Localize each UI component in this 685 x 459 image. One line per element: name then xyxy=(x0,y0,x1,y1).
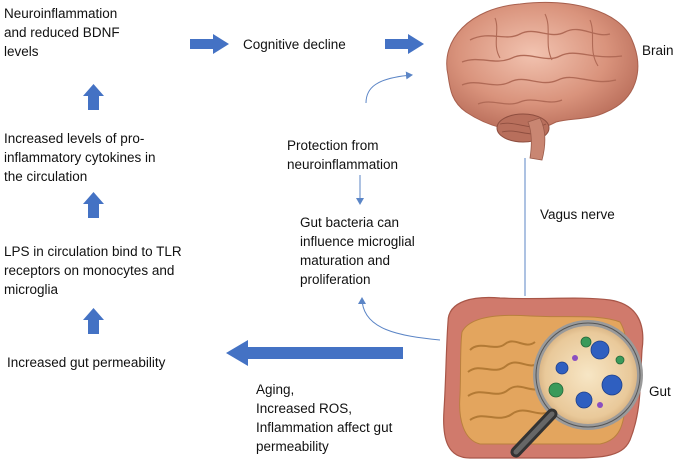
cytokines-label: Increased levels of pro- inflammatory cy… xyxy=(4,131,156,184)
gut-permeability-label: Increased gut permeability xyxy=(7,355,166,370)
neuroinflammation-label: Neuroinflammation and reduced BDNF level… xyxy=(4,6,120,59)
left-arrow-gut xyxy=(226,340,403,366)
lps-label: LPS in circulation bind to TLR receptors… xyxy=(4,244,182,297)
aging-factors-label: Aging, Increased ROS, Inflammation affec… xyxy=(256,382,393,454)
up-arrow-1 xyxy=(83,84,104,110)
up-arrow-2 xyxy=(83,192,104,218)
protection-label: Protection from neuroinflammation xyxy=(287,138,399,172)
up-arrow-3 xyxy=(83,308,104,334)
gut-image xyxy=(443,296,644,459)
vagus-nerve-label: Vagus nerve xyxy=(540,207,615,222)
brain-label: Brain xyxy=(642,43,674,58)
gut-label: Gut xyxy=(649,384,671,399)
cognitive-decline-label: Cognitive decline xyxy=(243,37,346,52)
curve-from-gut xyxy=(358,297,441,341)
gut-bacteria-label: Gut bacteria can influence microglial ma… xyxy=(300,215,415,287)
brain-image xyxy=(446,2,639,161)
right-arrow-1 xyxy=(190,34,229,54)
right-arrow-2 xyxy=(385,34,424,54)
curve-to-brain xyxy=(365,71,413,104)
